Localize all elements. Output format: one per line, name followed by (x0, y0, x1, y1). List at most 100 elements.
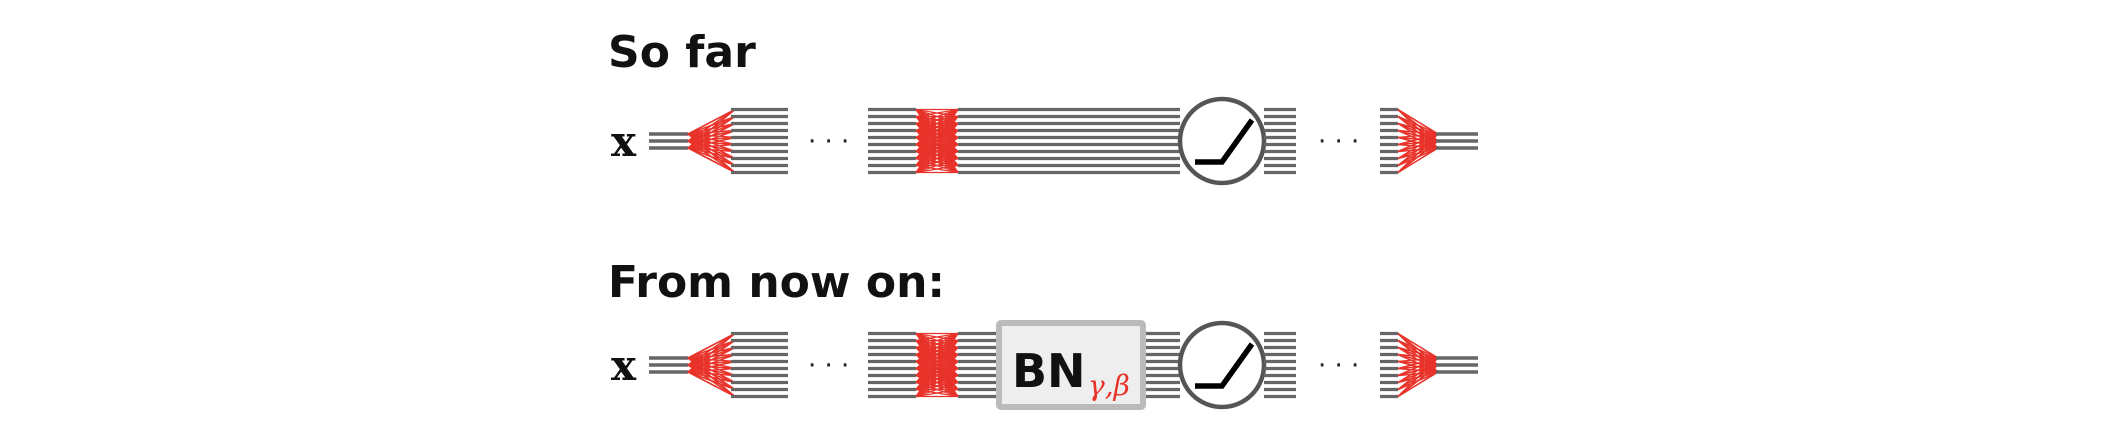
connection-line (687, 136, 736, 149)
connection-line (915, 109, 959, 173)
ellipsis-1: · · · (808, 351, 849, 381)
relu-activation-icon (1177, 320, 1267, 410)
input-wires (649, 132, 688, 150)
connection-line (915, 347, 959, 397)
connection-line (1397, 353, 1439, 359)
connection-line (687, 332, 736, 373)
relu-curve (1195, 118, 1255, 165)
connection-line (687, 143, 736, 149)
hidden-layer-wires (958, 107, 1180, 175)
batchnorm-box: BN γ,β (996, 320, 1146, 410)
connection-line (687, 360, 736, 373)
connection-line (1397, 339, 1439, 359)
connection-line (687, 339, 736, 373)
connection-line (1397, 129, 1439, 135)
connection-line (1397, 133, 1439, 153)
output-wires (1436, 356, 1478, 374)
connection-line (915, 109, 959, 152)
hidden-layer-wires (1264, 107, 1296, 175)
connection-line (1397, 115, 1439, 135)
connection-line (915, 333, 959, 369)
connection-line (915, 332, 959, 342)
connection-line (915, 333, 959, 376)
connection-line (915, 340, 959, 397)
connection-line (915, 332, 959, 363)
connection-line (915, 333, 959, 397)
connection-line (687, 108, 736, 149)
connection-line (1397, 357, 1439, 398)
connection-line (915, 109, 959, 145)
hidden-layer-wires (958, 331, 1180, 399)
connection-line (1397, 357, 1439, 363)
hidden-layer-wires (731, 331, 788, 399)
connection-line (687, 332, 736, 359)
activation-ring (1177, 320, 1267, 410)
connection-line (687, 371, 736, 384)
connection-line (915, 333, 959, 383)
input-x-label: x (611, 341, 637, 390)
connection-line (687, 108, 736, 135)
fan-out-icon (687, 332, 736, 398)
connection-line (687, 367, 736, 373)
dense-layer-icon (915, 108, 959, 174)
connection-line (915, 388, 959, 398)
hidden-layer-wires (868, 331, 916, 399)
connection-line (915, 367, 959, 398)
connection-line (915, 150, 959, 174)
batchnorm-subscript: γ,β (1088, 369, 1130, 402)
connection-line (1397, 346, 1439, 359)
connection-line (687, 371, 736, 391)
connection-line (915, 116, 959, 173)
relu-curve (1195, 342, 1255, 389)
connection-line (1397, 133, 1439, 174)
connection-line (1397, 332, 1439, 359)
connection-line (687, 147, 736, 174)
output-wires (1436, 132, 1478, 150)
connection-line (915, 332, 959, 356)
hidden-layer-wires (1264, 331, 1296, 399)
batchnorm-label: BN (1012, 344, 1086, 398)
connection-line (1397, 357, 1439, 391)
connection-line (1397, 364, 1439, 398)
connection-line (915, 108, 959, 139)
connection-line (687, 371, 736, 398)
hidden-layer-wires (868, 107, 916, 175)
connection-line (915, 108, 959, 118)
connection-line (915, 157, 959, 174)
connection-line (915, 381, 959, 398)
ellipsis-1: · · · (808, 127, 849, 157)
connection-line (687, 147, 736, 160)
connection-line (915, 108, 959, 125)
connection-line (1397, 122, 1439, 135)
input-wires (649, 356, 688, 374)
hidden-layer-wires (731, 107, 788, 175)
connection-line (1397, 357, 1439, 370)
connection-line (1397, 357, 1439, 384)
connection-line (915, 332, 959, 349)
connection-line (1397, 133, 1439, 139)
connection-line (1397, 147, 1439, 174)
connection-line (915, 109, 959, 159)
connection-line (1397, 133, 1439, 146)
hidden-layer-wires (1380, 107, 1398, 175)
connection-line (687, 108, 736, 142)
connection-line (687, 332, 736, 366)
connection-line (915, 108, 959, 132)
connection-line (687, 115, 736, 149)
connection-line (915, 354, 959, 397)
connection-line (1397, 140, 1439, 174)
activation-ring (1177, 96, 1267, 186)
pipeline-row-from-now-on: x · · · · · · BN γ,β (611, 320, 1478, 410)
connection-line (915, 164, 959, 174)
connection-line (687, 346, 736, 373)
connection-line (687, 129, 736, 149)
connection-line (687, 147, 736, 167)
heading-so-far: So far (608, 27, 756, 78)
connection-line (1397, 371, 1439, 398)
ellipsis-2: · · · (1318, 127, 1359, 157)
connection-line (687, 122, 736, 149)
connection-line (1397, 357, 1439, 377)
connection-line (915, 130, 959, 173)
connection-line (1397, 133, 1439, 167)
